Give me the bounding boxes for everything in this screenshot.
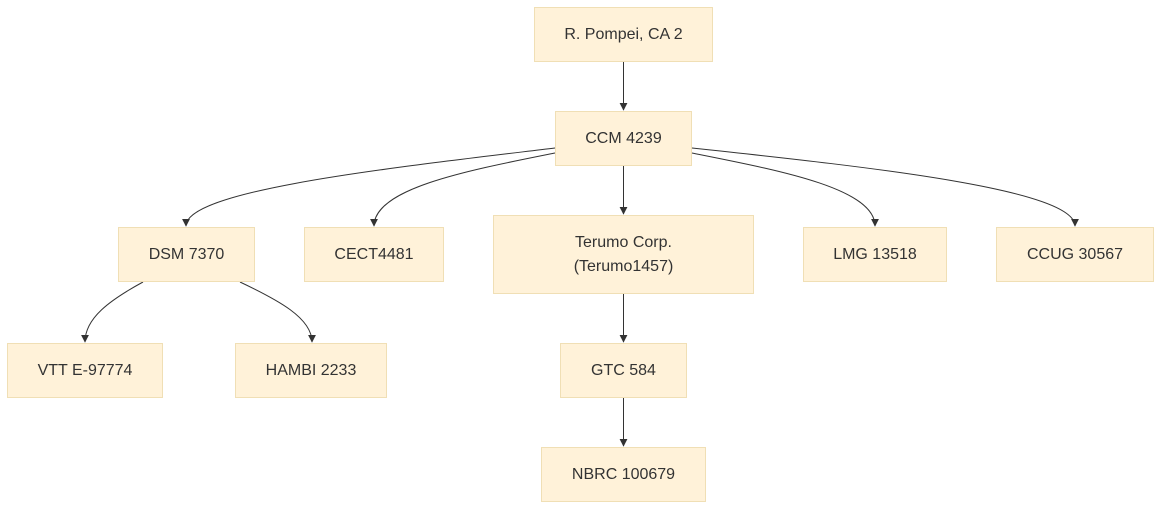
node-label: VTT E-97774 — [37, 361, 133, 379]
edge-ccm-to-lmg — [691, 152, 879, 227]
node-label: GTC 584 — [591, 361, 656, 379]
node-label: HAMBI 2233 — [265, 361, 357, 379]
node-label: R. Pompei, CA 2 — [564, 25, 683, 43]
node-dsm-7370: DSM 7370 — [118, 227, 255, 282]
node-label: LMG 13518 — [833, 245, 917, 263]
node-ccm-4239: CCM 4239 — [555, 111, 692, 166]
edge-ccm-to-ccug — [691, 147, 1079, 227]
node-label: DSM 7370 — [148, 245, 225, 263]
edge-dsm-to-hambi — [239, 281, 316, 343]
node-label: Terumo Corp. (Terumo1457) — [573, 233, 674, 275]
node-terumo-corp: Terumo Corp. (Terumo1457) — [493, 215, 754, 294]
node-nbrc-100679: NBRC 100679 — [541, 447, 706, 502]
node-label: NBRC 100679 — [571, 465, 676, 483]
node-ccug-30567: CCUG 30567 — [996, 227, 1154, 282]
node-label: CCUG 30567 — [1026, 245, 1124, 263]
node-gtc-584: GTC 584 — [560, 343, 687, 398]
edge-ccm-to-cect — [370, 152, 556, 227]
node-label: CCM 4239 — [585, 129, 662, 147]
node-vtt-e-97774: VTT E-97774 — [7, 343, 163, 398]
edge-dsm-to-vtt — [81, 281, 144, 343]
edge-ccm-to-dsm — [182, 147, 556, 227]
node-hambi-2233: HAMBI 2233 — [235, 343, 387, 398]
node-r-pompei-ca-2: R. Pompei, CA 2 — [534, 7, 713, 62]
node-label: CECT4481 — [334, 245, 414, 263]
node-cect4481: CECT4481 — [304, 227, 444, 282]
node-lmg-13518: LMG 13518 — [803, 227, 947, 282]
